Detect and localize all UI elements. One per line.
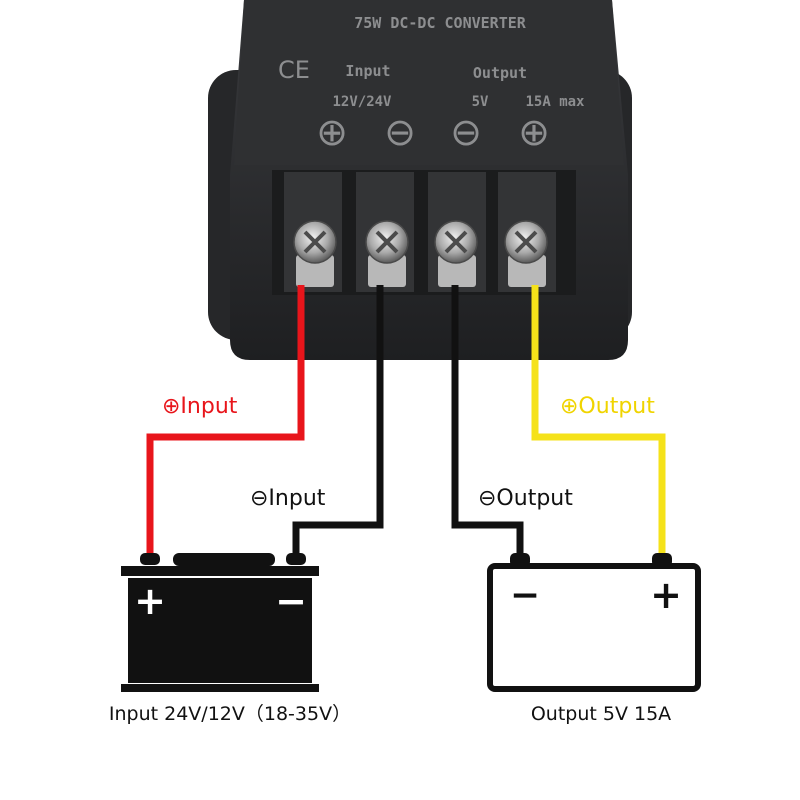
output-battery: − + <box>487 553 701 692</box>
clamp-plate-4 <box>508 255 546 287</box>
screw-3 <box>434 220 478 264</box>
input-rating: 12V/24V <box>332 94 392 110</box>
input-battery: + − <box>121 553 319 692</box>
input-negative-wire <box>292 285 384 560</box>
output-battery-minus-sign: − <box>510 575 540 616</box>
converter-device: 75W DC-DC CONVERTER CE Input Output 12V/… <box>208 0 632 360</box>
input-heading: Input <box>345 62 390 80</box>
output-battery-body <box>487 563 701 692</box>
screw-4 <box>504 220 548 264</box>
clamp-plate-2 <box>368 255 406 287</box>
terminal-symbol-output-negative: ⊖ <box>450 110 482 154</box>
case-top-face <box>234 0 624 165</box>
clamp-plate-3 <box>438 255 476 287</box>
input-battery-negative-post <box>286 553 306 565</box>
wires <box>146 285 666 560</box>
terminal-symbol-output-positive: ⊕ <box>518 110 550 154</box>
device-title: 75W DC-DC CONVERTER <box>354 14 527 32</box>
terminal-symbol-input-negative: ⊖ <box>384 110 416 154</box>
output-battery-caption: Output 5V 15A <box>531 703 671 725</box>
input-positive-wire <box>146 285 305 560</box>
output-battery-plus-sign: + <box>650 573 682 617</box>
clamp-plate-1 <box>296 255 334 287</box>
output-negative-wire <box>451 285 524 560</box>
output-positive-wire <box>531 285 666 560</box>
output-negative-label: ⊖Output <box>478 486 573 511</box>
input-negative-label: ⊖Input <box>250 486 326 511</box>
terminal-symbol-input-positive: ⊕ <box>316 110 348 154</box>
input-battery-minus-sign: − <box>275 579 307 623</box>
screw-1 <box>293 220 337 264</box>
input-battery-handle <box>173 553 275 566</box>
input-battery-body <box>128 578 312 683</box>
input-battery-base <box>121 684 319 692</box>
input-positive-label: ⊕Input <box>162 394 238 419</box>
input-battery-caption: Input 24V/12V（18-35V） <box>109 703 351 725</box>
screw-2 <box>365 220 409 264</box>
input-battery-plus-sign: + <box>134 579 166 623</box>
output-heading: Output <box>473 64 527 82</box>
input-battery-positive-post <box>140 553 160 565</box>
output-voltage: 5V <box>472 94 489 110</box>
output-current: 15A max <box>525 94 585 110</box>
output-positive-label: ⊕Output <box>560 394 655 419</box>
input-battery-lid <box>121 566 319 576</box>
ce-mark: CE <box>278 56 310 84</box>
